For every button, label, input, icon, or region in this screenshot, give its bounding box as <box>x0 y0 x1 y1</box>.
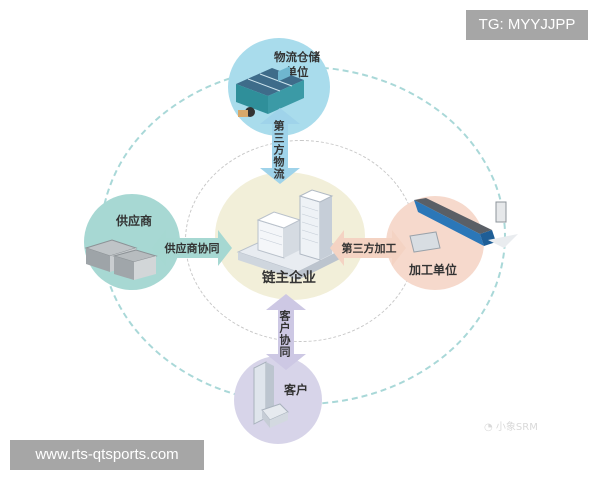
customer-double-arrow <box>266 294 306 370</box>
node-customer <box>234 356 322 444</box>
logistics-label-line1: 物流仓储 <box>274 50 320 64</box>
supplier-node-label: 供应商 <box>115 214 152 228</box>
logistics-double-arrow <box>260 108 300 184</box>
weibo-icon: ◔ <box>484 422 493 433</box>
customer-node-label: 客户 <box>283 383 308 397</box>
center-node-label: 链主企业 <box>262 270 316 286</box>
office-tower-icon <box>253 361 289 428</box>
processing-arrow-label: 第三方加工 <box>341 242 397 255</box>
processing-double-arrow <box>330 230 406 266</box>
supplier-double-arrow <box>152 230 232 266</box>
top-right-watermark: TG: MYYJJPP <box>466 10 588 40</box>
customer-arrow-label: 客户协同 <box>278 310 291 358</box>
logistics-arrow-label: 第三方物流 <box>272 120 285 180</box>
bottom-left-watermark: www.rts-qtsports.com <box>10 440 204 470</box>
source-tag: ◔ 小象SRM <box>484 418 538 433</box>
office-complex-icon <box>236 189 348 280</box>
supplier-arrow-label: 供应商协同 <box>164 242 220 255</box>
roll-forming-machine-icon <box>409 198 518 253</box>
source-tag-text: 小象SRM <box>495 422 538 433</box>
warehouse-icon <box>236 66 304 117</box>
processing-node-label: 加工单位 <box>408 263 457 277</box>
factory-buildings-icon <box>84 239 158 280</box>
